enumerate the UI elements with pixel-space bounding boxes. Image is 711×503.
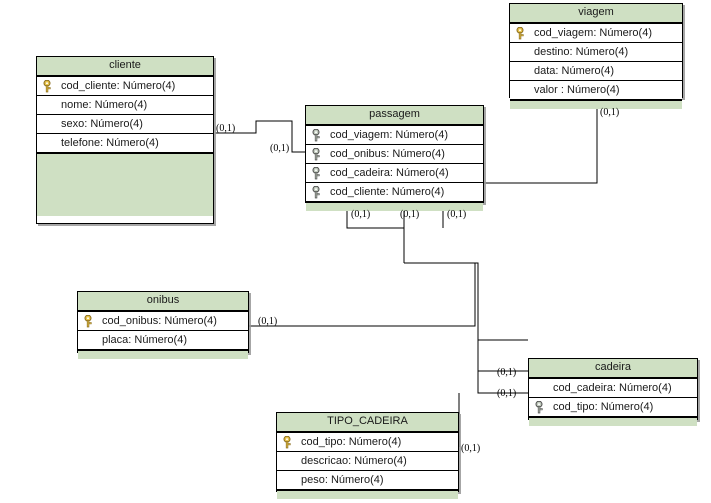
entity-viagem-footer: [510, 101, 682, 109]
entity-viagem[interactable]: viagem cod_viagem: Número(4) destino: Nú…: [509, 3, 683, 109]
attribute-row[interactable]: cod_viagem: Número(4): [510, 24, 682, 43]
attribute-label: valor : Número(4): [534, 84, 620, 96]
attribute-row[interactable]: cod_cadeira: Número(4): [306, 164, 483, 183]
attribute-label: telefone: Número(4): [61, 137, 159, 149]
attribute-label: cod_cliente: Número(4): [61, 80, 176, 92]
attribute-row[interactable]: placa: Número(4): [78, 331, 248, 351]
attribute-label: descricao: Número(4): [301, 455, 407, 467]
cardinality-label: (0,1): [461, 443, 481, 454]
attribute-row[interactable]: cod_cliente: Número(4): [37, 77, 213, 96]
cardinality-label: (0,1): [400, 209, 420, 220]
entity-tipo-cadeira-title: TIPO_CADEIRA: [277, 413, 458, 433]
key-icon-grey: [312, 186, 324, 199]
attribute-label: data: Número(4): [534, 65, 615, 77]
entity-cadeira-title: cadeira: [529, 359, 697, 379]
entity-onibus-title: onibus: [78, 292, 248, 312]
key-icon-grey: [535, 401, 547, 414]
key-icon-yellow: [516, 27, 528, 40]
key-icon-grey: [312, 167, 324, 180]
key-icon-yellow: [43, 80, 55, 93]
entity-cadeira-footer: [529, 418, 697, 426]
entity-cadeira[interactable]: cadeira cod_cadeira: Número(4) cod_tipo:…: [528, 358, 698, 426]
cardinality-label: (0,1): [258, 316, 278, 327]
attribute-row[interactable]: cod_tipo: Número(4): [277, 433, 458, 452]
entity-onibus[interactable]: onibus cod_onibus: Número(4) placa: Núme…: [77, 291, 249, 359]
attribute-row[interactable]: cod_cliente: Número(4): [306, 183, 483, 203]
attribute-row[interactable]: cod_viagem: Número(4): [306, 126, 483, 145]
key-icon-grey: [312, 148, 324, 161]
entity-tipo-cadeira-footer: [277, 491, 458, 499]
attribute-label: cod_onibus: Número(4): [102, 315, 217, 327]
attribute-row[interactable]: descricao: Número(4): [277, 452, 458, 471]
attribute-label: cod_cadeira: Número(4): [330, 167, 449, 179]
key-icon-yellow: [84, 315, 96, 328]
attribute-row[interactable]: data: Número(4): [510, 62, 682, 81]
attribute-row[interactable]: peso: Número(4): [277, 471, 458, 491]
attribute-label: destino: Número(4): [534, 46, 629, 58]
attribute-row[interactable]: telefone: Número(4): [37, 134, 213, 154]
cardinality-label: (0,1): [497, 388, 517, 399]
attribute-row[interactable]: cod_cadeira: Número(4): [529, 379, 697, 398]
entity-cliente-footer: [37, 154, 213, 216]
attribute-label: cod_viagem: Número(4): [534, 27, 652, 39]
attribute-label: cod_cadeira: Número(4): [553, 382, 672, 394]
link-viagem-passagem: [484, 97, 598, 184]
entity-passagem[interactable]: passagem cod_viagem: Número(4) cod_onibu…: [305, 105, 484, 211]
entity-cliente-title: cliente: [37, 57, 213, 77]
attribute-label: cod_tipo: Número(4): [301, 436, 402, 448]
attribute-label: placa: Número(4): [102, 334, 187, 346]
attribute-row[interactable]: cod_tipo: Número(4): [529, 398, 697, 418]
attribute-row[interactable]: cod_onibus: Número(4): [78, 312, 248, 331]
attribute-label: nome: Número(4): [61, 99, 148, 111]
entity-cliente[interactable]: cliente cod_cliente: Número(4) nome: Núm…: [36, 56, 214, 224]
attribute-label: sexo: Número(4): [61, 118, 143, 130]
attribute-label: cod_tipo: Número(4): [553, 401, 654, 413]
attribute-label: cod_viagem: Número(4): [330, 129, 448, 141]
attribute-label: cod_cliente: Número(4): [330, 186, 445, 198]
key-icon-grey: [312, 129, 324, 142]
key-icon-yellow: [283, 436, 295, 449]
entity-onibus-footer: [78, 351, 248, 359]
cardinality-label: (0,1): [447, 209, 467, 220]
attribute-row[interactable]: destino: Número(4): [510, 43, 682, 62]
entity-passagem-title: passagem: [306, 106, 483, 126]
cardinality-label: (0,1): [270, 143, 290, 154]
attribute-label: cod_onibus: Número(4): [330, 148, 445, 160]
cardinality-label: (0,1): [497, 367, 517, 378]
attribute-row[interactable]: nome: Número(4): [37, 96, 213, 115]
entity-tipo-cadeira[interactable]: TIPO_CADEIRA cod_tipo: Número(4) descric…: [276, 412, 459, 499]
attribute-row[interactable]: cod_onibus: Número(4): [306, 145, 483, 164]
cardinality-label: (0,1): [600, 107, 620, 118]
attribute-label: peso: Número(4): [301, 474, 384, 486]
cardinality-label: (0,1): [216, 123, 236, 134]
cardinality-label: (0,1): [351, 209, 371, 220]
link-junction-cadeira: [404, 262, 528, 341]
attribute-row[interactable]: sexo: Número(4): [37, 115, 213, 134]
attribute-row[interactable]: valor : Número(4): [510, 81, 682, 101]
link-onibus-bus: [249, 263, 476, 327]
entity-viagem-title: viagem: [510, 4, 682, 24]
